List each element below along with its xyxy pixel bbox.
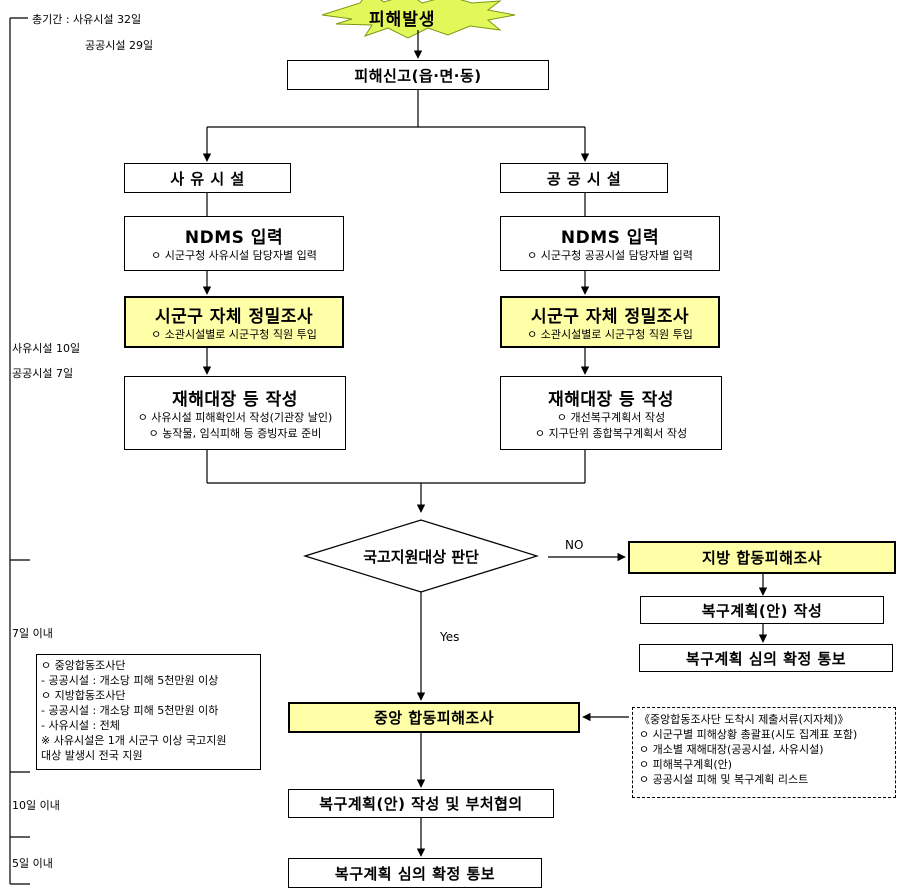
private-header-box: 사 유 시 설	[124, 163, 291, 193]
public-ledger-box: 재해대장 등 작성 ㅇ 개선복구계획서 작성 ㅇ 지구단위 종합복구계획서 작성	[500, 376, 722, 450]
decision-diamond	[302, 519, 540, 593]
criteria-note-box: ㅇ 중앙합동조사단 - 공공시설 : 개소당 피해 5천만원 이상 ㅇ 지방합동…	[36, 654, 261, 770]
local-notify-label: 복구계획 심의 확정 통보	[685, 649, 847, 668]
documents-note-3: ㅇ 개소별 재해대장(공공시설, 사유시설)	[639, 743, 824, 756]
timeline-total-1: 총기간 : 사유시설 32일	[32, 13, 142, 26]
report-label: 피해신고(읍·면·동)	[354, 66, 482, 85]
public-ledger-note-2: ㅇ 지구단위 종합복구계획서 작성	[534, 426, 688, 440]
private-header-label: 사 유 시 설	[170, 169, 245, 188]
public-ndms-box: NDMS 입력 ㅇ 시군구청 공공시설 담당자별 입력	[500, 216, 720, 271]
report-box: 피해신고(읍·면·동)	[287, 60, 549, 90]
public-survey-note: ㅇ 소관시설별로 시군구청 직원 투입	[527, 327, 693, 341]
local-survey-label: 지방 합동피해조사	[701, 549, 823, 567]
private-ndms-box: NDMS 입력 ㅇ 시군구청 사유시설 담당자별 입력	[124, 216, 344, 271]
timeline-total-2: 공공시설 29일	[85, 39, 154, 52]
documents-note-1: 《중앙합동조사단 도착시 제출서류(지자체)》	[639, 713, 849, 726]
local-plan-label: 복구계획(안) 작성	[701, 601, 823, 620]
public-ledger-title: 재해대장 등 작성	[548, 389, 674, 410]
private-ledger-note-2: ㅇ 농작물, 임식피해 등 증빙자료 준비	[148, 426, 322, 440]
private-ledger-box: 재해대장 등 작성 ㅇ 사유시설 피해확인서 작성(기관장 날인) ㅇ 농작물,…	[124, 376, 346, 450]
no-label: NO	[565, 538, 584, 552]
timeline-days-b: 7일 이내	[12, 627, 53, 640]
criteria-note-3: ㅇ 지방합동조사단	[41, 689, 126, 702]
local-notify-box: 복구계획 심의 확정 통보	[639, 644, 893, 672]
criteria-note-7: 대상 발생시 전국 지원	[41, 749, 143, 762]
burst-shape	[321, 0, 516, 39]
private-survey-note: ㅇ 소관시설별로 시군구청 직원 투입	[151, 327, 317, 341]
decision-label: 국고지원대상 판단	[363, 548, 479, 566]
private-ndms-note: ㅇ 시군구청 사유시설 담당자별 입력	[151, 249, 317, 262]
yes-label: Yes	[440, 630, 460, 644]
criteria-note-4: - 공공시설 : 개소당 피해 5천만원 이하	[41, 704, 219, 717]
criteria-note-1: ㅇ 중앙합동조사단	[41, 659, 126, 672]
documents-note-2: ㅇ 시군구별 피해상황 총괄표(시도 집계표 포함)	[639, 728, 858, 741]
criteria-note-6: ※ 사유시설은 1개 시군구 이상 국고지원	[41, 734, 227, 747]
central-survey-label: 중앙 합동피해조사	[373, 709, 495, 727]
private-survey-title: 시군구 자체 정밀조사	[154, 306, 314, 327]
private-survey-box: 시군구 자체 정밀조사 ㅇ 소관시설별로 시군구청 직원 투입	[124, 296, 344, 348]
public-survey-title: 시군구 자체 정밀조사	[530, 306, 690, 327]
public-header-box: 공 공 시 설	[500, 163, 668, 193]
criteria-note-2: - 공공시설 : 개소당 피해 5천만원 이상	[41, 674, 219, 687]
public-survey-box: 시군구 자체 정밀조사 ㅇ 소관시설별로 시군구청 직원 투입	[500, 296, 720, 348]
documents-note-5: ㅇ 공공시설 피해 및 복구계획 리스트	[639, 773, 809, 786]
plan-consult-box: 복구계획(안) 작성 및 부처협의	[288, 789, 554, 818]
criteria-note-5: - 사유시설 : 전체	[41, 719, 120, 732]
public-ledger-note-1: ㅇ 개선복구계획서 작성	[556, 410, 666, 424]
final-notify-label: 복구계획 심의 확정 통보	[334, 864, 496, 883]
timeline-days-c: 10일 이내	[12, 799, 60, 812]
timeline-days-a-1: 사유시설 10일	[12, 342, 81, 355]
private-ledger-note-1: ㅇ 사유시설 피해확인서 작성(기관장 날인)	[137, 410, 333, 424]
local-plan-box: 복구계획(안) 작성	[640, 596, 884, 624]
private-ledger-title: 재해대장 등 작성	[172, 389, 298, 410]
documents-note-box: 《중앙합동조사단 도착시 제출서류(지자체)》 ㅇ 시군구별 피해상황 총괄표(…	[632, 707, 896, 798]
documents-note-4: ㅇ 피해복구계획(안)	[639, 758, 733, 771]
private-ndms-title: NDMS 입력	[184, 228, 284, 248]
timeline-days-d: 5일 이내	[12, 857, 53, 870]
final-notify-box: 복구계획 심의 확정 통보	[288, 858, 542, 888]
local-survey-box: 지방 합동피해조사	[628, 541, 896, 574]
central-survey-box: 중앙 합동피해조사	[288, 702, 580, 733]
public-ndms-title: NDMS 입력	[560, 228, 660, 248]
public-header-label: 공 공 시 설	[546, 169, 622, 188]
plan-consult-label: 복구계획(안) 작성 및 부처협의	[319, 795, 523, 813]
timeline-days-a-2: 공공시설 7일	[12, 367, 74, 380]
public-ndms-note: ㅇ 시군구청 공공시설 담당자별 입력	[527, 249, 693, 262]
start-label: 피해발생	[369, 10, 436, 30]
